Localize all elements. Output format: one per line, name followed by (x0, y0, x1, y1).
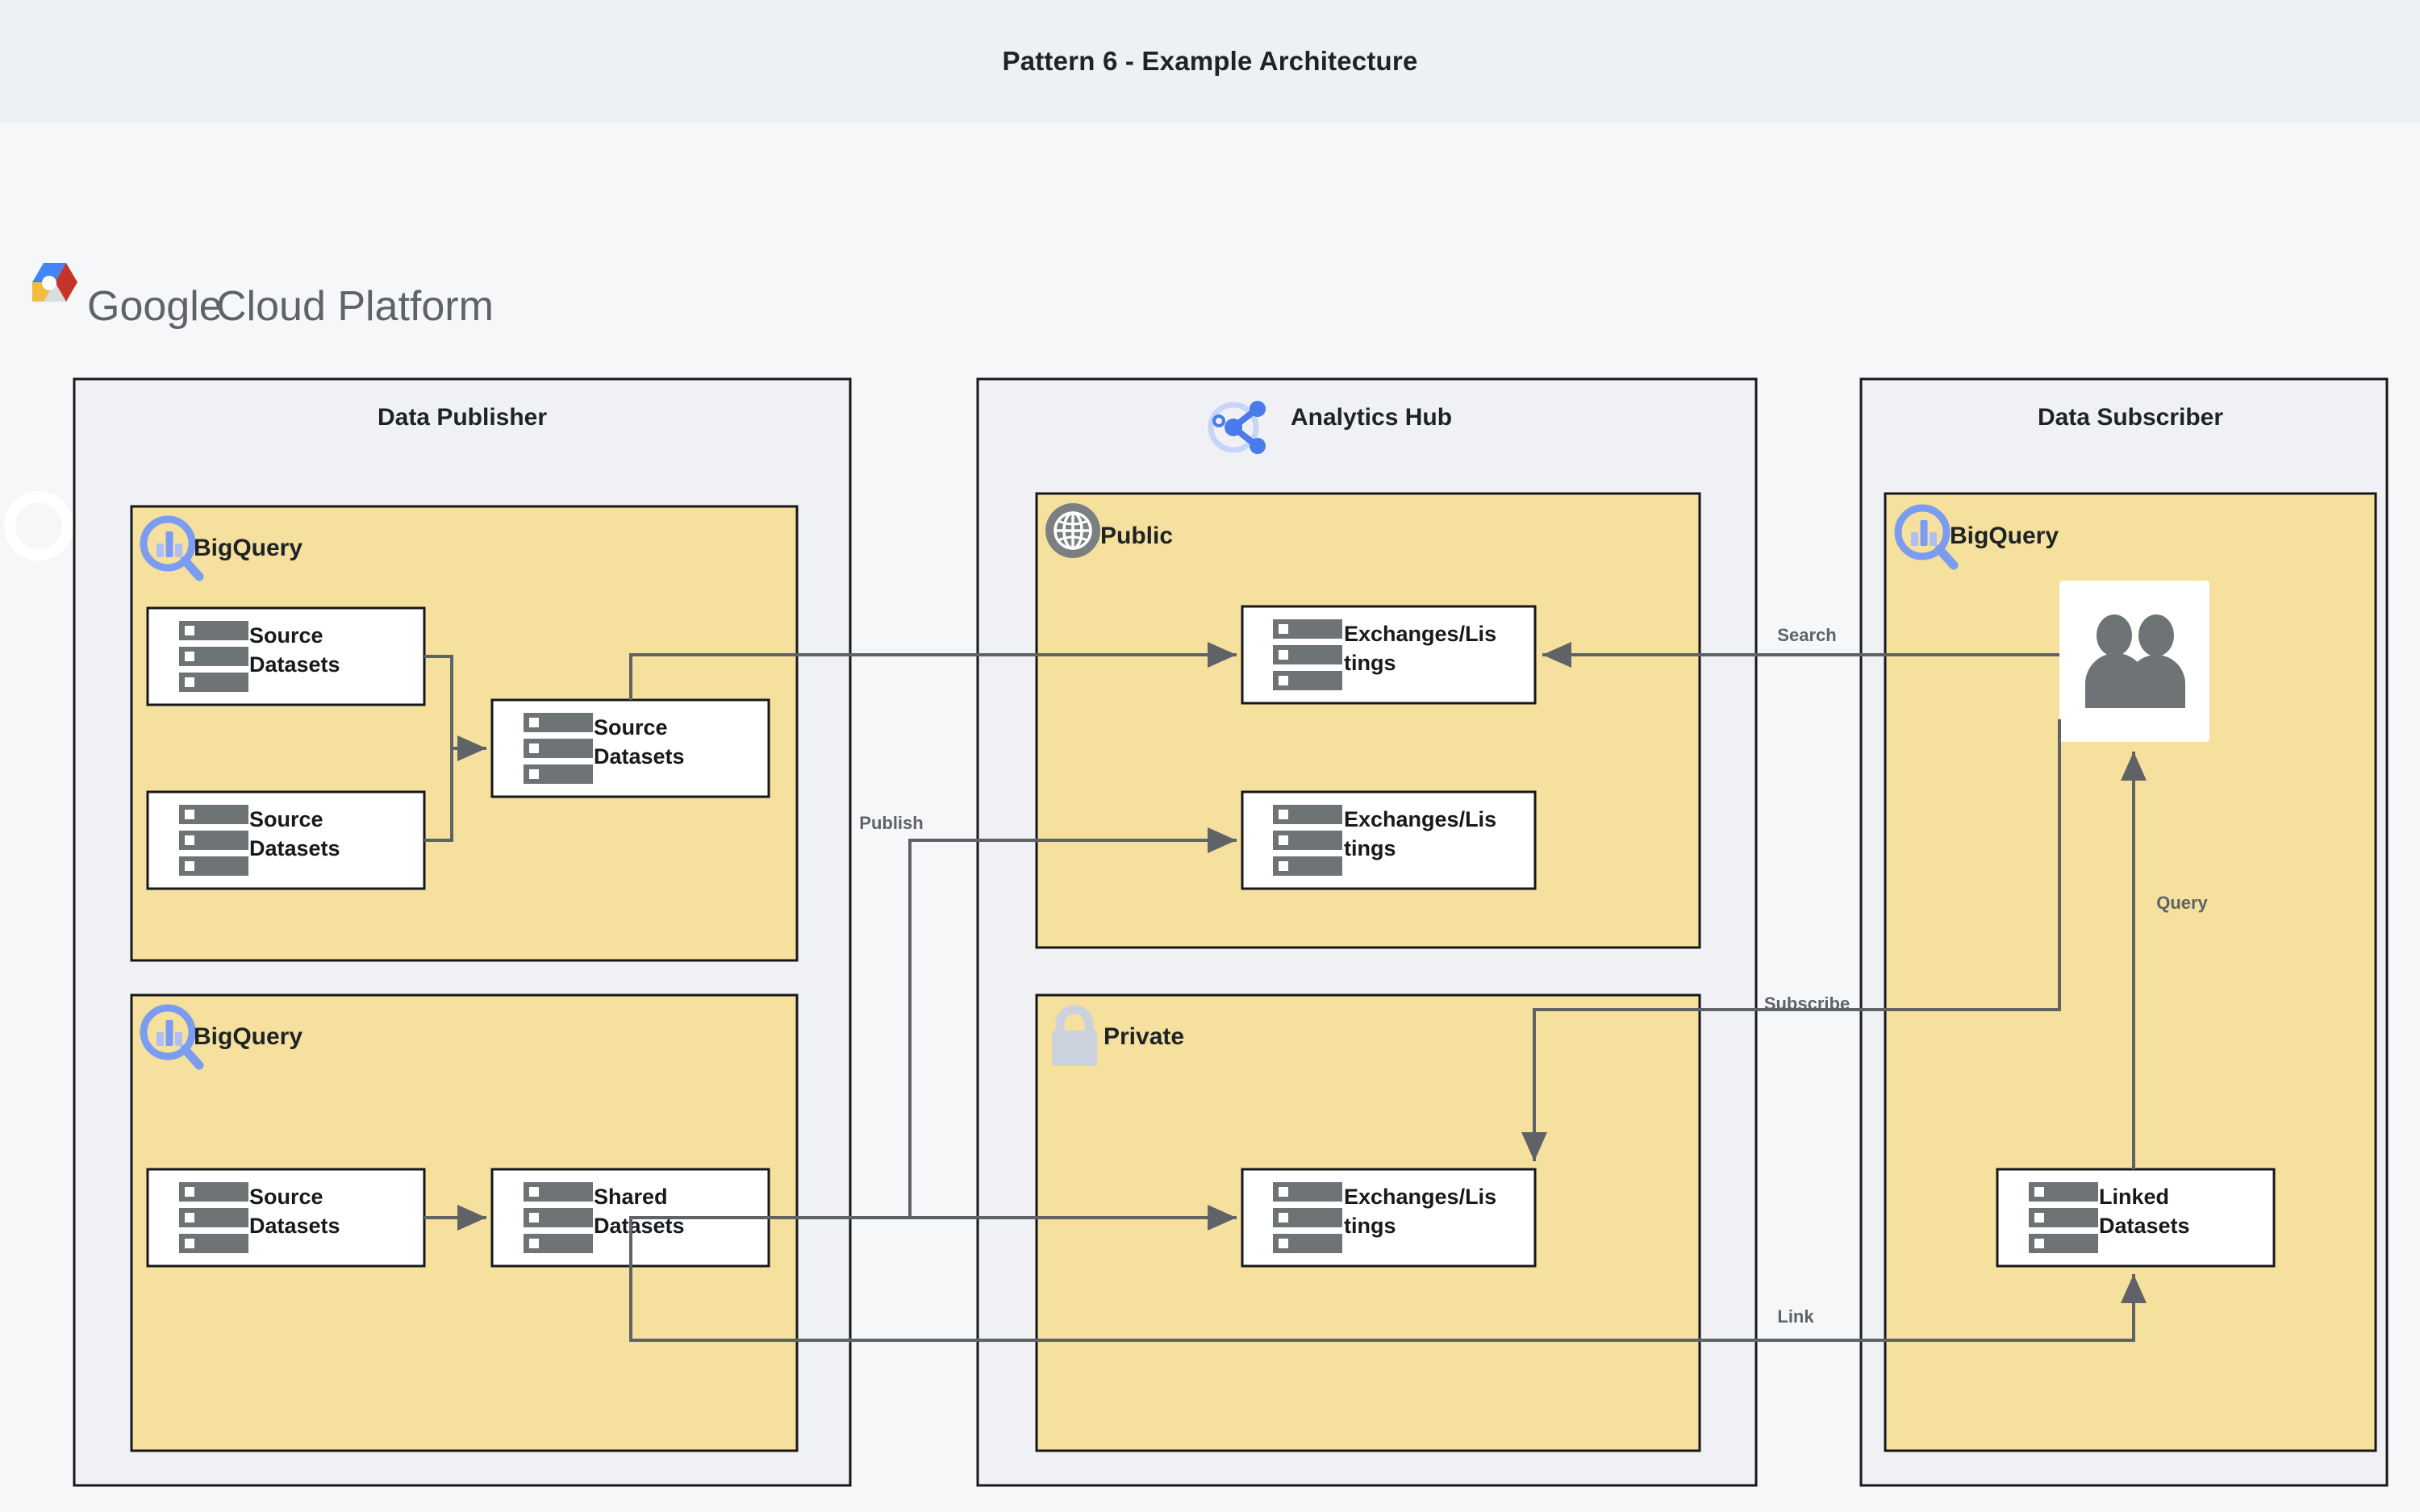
node-subscriber-users[interactable] (2059, 581, 2209, 742)
dataset-icon (2029, 1182, 2098, 1253)
architecture-svg: Google Cloud Platform Data Publisher Big… (4, 263, 2389, 1487)
connector-subscribe (1521, 719, 2061, 1161)
node-source-datasets-1[interactable]: Source Datasets (146, 606, 426, 706)
edge-label-query: Query (2156, 893, 2208, 913)
edge-label-subscribe: Subscribe (1764, 993, 1850, 1014)
node-label-line1: Source (594, 715, 668, 739)
node-label-line1: Shared (594, 1185, 668, 1209)
node-source-datasets-4[interactable]: Source Datasets (146, 1168, 426, 1268)
node-label-line1: Exchanges/Lis (1344, 622, 1496, 646)
edge-label-search: Search (1777, 625, 1836, 645)
connector-sources-merge (424, 655, 486, 842)
node-label-line2: tings (1344, 651, 1396, 675)
node-label-line1: Exchanges/Lis (1344, 1185, 1496, 1209)
globe-icon (1044, 502, 1102, 560)
node-source-datasets-2[interactable]: Source Datasets (146, 790, 426, 890)
node-label-line2: tings (1344, 1214, 1396, 1238)
node-exchanges-public-1[interactable]: Exchanges/Lis tings (1241, 605, 1537, 705)
node-source-datasets-3[interactable]: Source Datasets (490, 698, 770, 798)
service-label-private: Private (1104, 1023, 1184, 1050)
group-title-data-publisher: Data Publisher (378, 404, 547, 431)
service-label-bigquery-top: BigQuery (194, 535, 302, 561)
page-title: Pattern 6 - Example Architecture (1002, 46, 1418, 76)
gcp-brand: Google Cloud Platform (32, 263, 494, 330)
node-label-line1: Linked (2099, 1185, 2169, 1209)
node-label-line1: Exchanges/Lis (1344, 807, 1496, 831)
connector-publish-bottom (908, 827, 1237, 1218)
dataset-icon (179, 805, 248, 876)
gcp-wordmark-cloud-platform: Cloud Platform (216, 283, 494, 330)
diagram-canvas: Google Cloud Platform Data Publisher Big… (0, 123, 2420, 1512)
node-label-line1: Source (249, 807, 323, 831)
dataset-icon (524, 713, 593, 784)
dataset-icon (179, 1182, 248, 1253)
connector-link (629, 1266, 2147, 1342)
decorative-arc (4, 491, 73, 560)
service-label-bigquery-subscriber: BigQuery (1950, 523, 2059, 549)
node-label-line2: tings (1344, 836, 1396, 860)
dataset-icon (1273, 619, 1342, 690)
service-label-public: Public (1100, 523, 1173, 549)
dataset-icon (179, 621, 248, 692)
node-label-line2: Datasets (2099, 1214, 2190, 1238)
node-exchanges-private[interactable]: Exchanges/Lis tings (1241, 1168, 1537, 1268)
node-label-line2: Datasets (594, 744, 685, 768)
node-label-line2: Datasets (249, 1214, 340, 1238)
connector-publish-top (629, 642, 1237, 700)
node-label-line1: Source (249, 623, 323, 648)
gcp-wordmark-google: Google (87, 283, 223, 330)
dataset-icon (1273, 1182, 1342, 1253)
group-title-data-subscriber: Data Subscriber (2038, 404, 2223, 431)
node-label-line1: Source (249, 1185, 323, 1209)
edge-label-link: Link (1777, 1306, 1814, 1327)
node-linked-datasets[interactable]: Linked Datasets (1996, 1168, 2276, 1268)
node-label-line2: Datasets (249, 836, 340, 860)
connector-publish-private (629, 1205, 1237, 1266)
group-title-analytics-hub: Analytics Hub (1291, 404, 1452, 431)
node-label-line2: Datasets (249, 652, 340, 677)
google-cloud-hexagon-icon (32, 263, 77, 302)
edge-label-publish: Publish (859, 813, 923, 833)
service-label-bigquery-bottom: BigQuery (194, 1023, 302, 1050)
node-exchanges-public-2[interactable]: Exchanges/Lis tings (1241, 790, 1537, 890)
dataset-icon (1273, 805, 1342, 876)
title-bar: Pattern 6 - Example Architecture (0, 0, 2420, 123)
dataset-icon (524, 1182, 593, 1253)
